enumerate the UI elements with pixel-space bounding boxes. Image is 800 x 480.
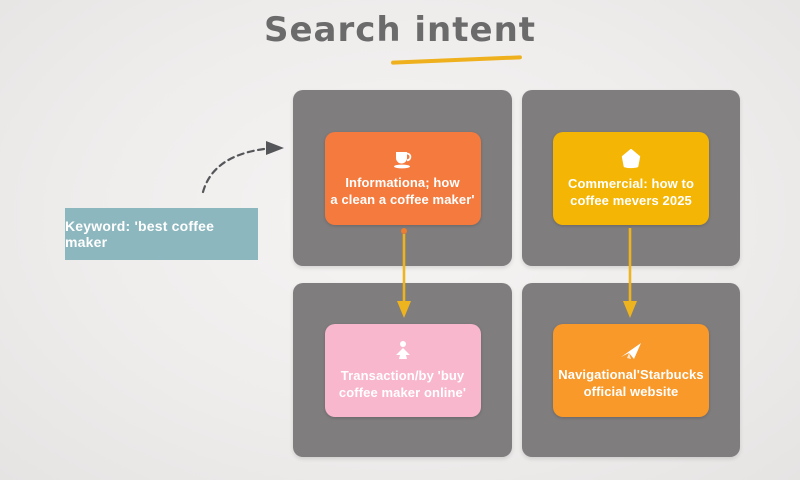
card-commercial: Commercial: how to coffee mevers 2025 [553,131,709,225]
card-text-line: a clean a coffee maker' [330,191,475,207]
flow-arrow-left-icon [397,228,411,318]
card-text-line: coffee maker online' [338,384,467,400]
flow-arrow-right-icon [623,228,637,318]
title-underline [390,55,523,65]
coffee-cup-icon [391,149,415,169]
page-title: Search intent [263,10,537,50]
keyword-to-grid-arrow-icon [201,141,284,194]
card-informational: Informationa; how a clean a coffee maker… [324,131,481,225]
person-icon [391,340,415,362]
quadrant-navigational: Navigational'Starbucks official website [522,283,740,457]
card-text-line: coffee mevers 2025 [570,192,692,208]
card-text-line: Commercial: how to [567,175,695,191]
card-text-line: Transaction/by 'buy [340,367,465,383]
quadrant-informational: Informationa; how a clean a coffee maker… [293,90,512,266]
card-transactional: Transaction/by 'buy coffee maker online' [324,323,481,417]
shopping-bag-icon [620,148,642,170]
keyword-label: Keyword: 'best coffee maker [65,218,215,250]
paper-plane-icon [619,341,643,361]
card-text-line: official website [583,383,679,399]
keyword-box: Keyword: 'best coffee maker [65,208,258,260]
card-navigational: Navigational'Starbucks official website [553,323,709,417]
card-text-line: Informationa; how [345,174,460,190]
card-text-line: Navigational'Starbucks [558,366,704,382]
